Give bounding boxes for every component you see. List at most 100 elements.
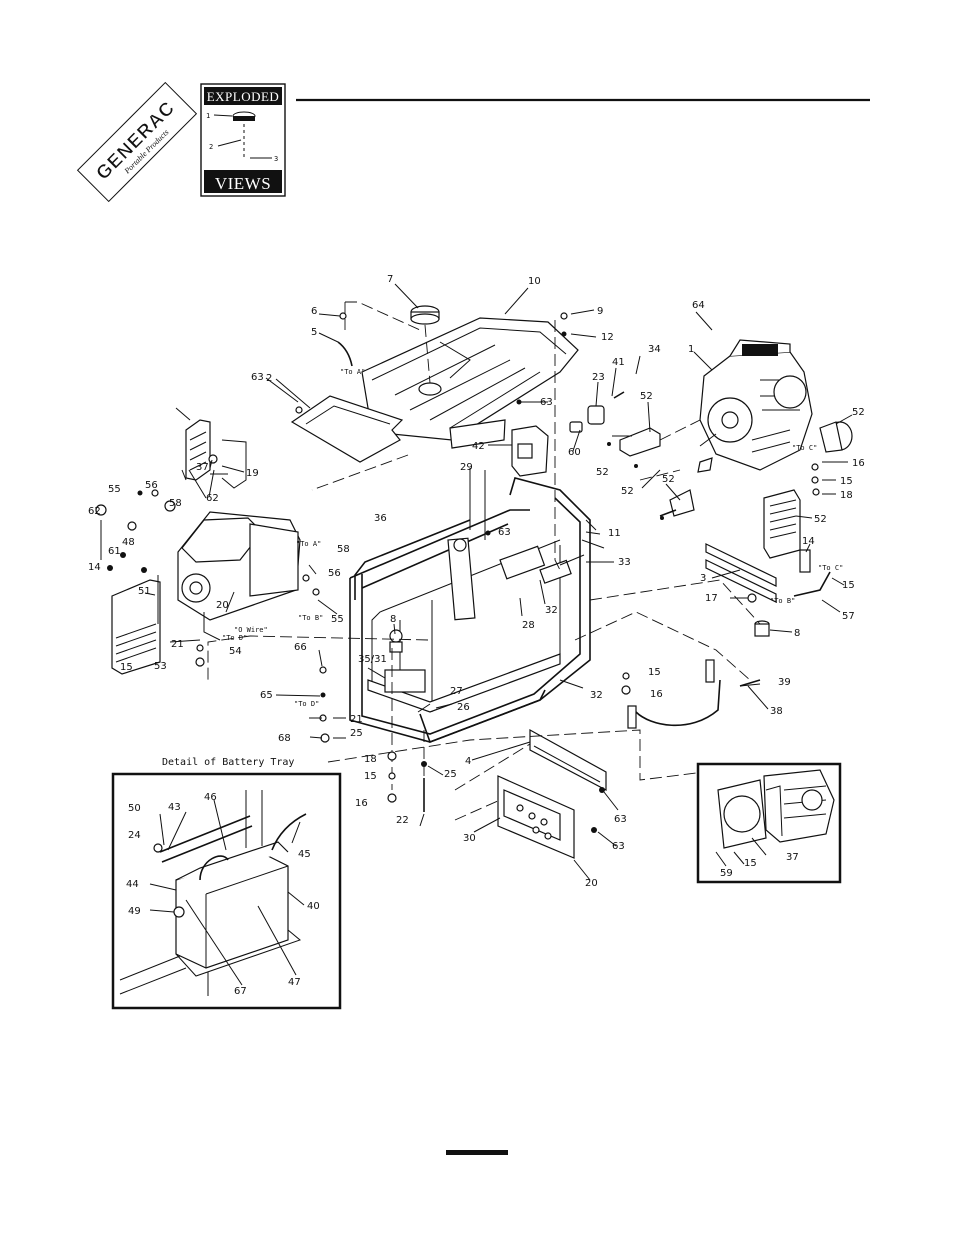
callout-55-left: 55 bbox=[108, 484, 121, 495]
callout-52-low: 52 bbox=[621, 486, 634, 497]
fuel-cap bbox=[410, 305, 440, 384]
callout-14-left: 14 bbox=[88, 562, 101, 573]
callout-56-left: 56 bbox=[145, 480, 158, 491]
callout-6: 6 bbox=[311, 306, 317, 317]
callout-54: 54 bbox=[229, 646, 242, 657]
callout-36: 36 bbox=[374, 513, 387, 524]
callout-5: 5 bbox=[311, 327, 317, 338]
callout-34: 34 bbox=[648, 344, 661, 355]
muffler bbox=[763, 489, 801, 559]
engine-adapter bbox=[717, 769, 835, 849]
note-to-b-left: "To B" bbox=[298, 614, 323, 622]
brush-holder bbox=[175, 407, 247, 489]
callout-32-upper: 32 bbox=[545, 605, 558, 616]
note-to-d-left: "To D" bbox=[222, 634, 247, 642]
frame-cradle bbox=[349, 419, 591, 744]
callout-15-left: 15 bbox=[120, 662, 133, 673]
callout-labels: 7 10 6 5 9 12 64 1 34 41 23 63 2 63 52 5… bbox=[88, 274, 865, 997]
callout-58-left: 58 bbox=[169, 498, 182, 509]
fuel-valve bbox=[569, 391, 625, 433]
callout-11: 11 bbox=[608, 528, 621, 539]
callout-15-lower: 15 bbox=[364, 771, 377, 782]
callout-37-alt: 37 bbox=[196, 462, 209, 473]
badge-callout-1: 1 bbox=[206, 112, 210, 120]
panel-cover bbox=[529, 728, 607, 791]
callout-52-muffler: 52 bbox=[814, 514, 827, 525]
callout-59: 59 bbox=[720, 868, 733, 879]
badge-callout-2: 2 bbox=[209, 143, 213, 151]
callout-44: 44 bbox=[126, 879, 139, 890]
badge-top-label: EXPLODED bbox=[207, 89, 280, 104]
callout-45: 45 bbox=[298, 849, 311, 860]
callout-15-right-mid: 15 bbox=[842, 580, 855, 591]
callout-39: 39 bbox=[778, 677, 791, 688]
callout-2: 2 bbox=[266, 373, 272, 384]
callout-26: 26 bbox=[457, 702, 470, 713]
callout-20-panel: 20 bbox=[585, 878, 598, 889]
engine bbox=[699, 339, 813, 471]
callout-61: 61 bbox=[108, 546, 121, 557]
lifting-bracket bbox=[511, 425, 549, 477]
callout-24: 24 bbox=[128, 830, 141, 841]
callout-51: 51 bbox=[138, 586, 151, 597]
handle-bar bbox=[627, 659, 721, 729]
callout-10: 10 bbox=[528, 276, 541, 287]
callout-52-bracket: 52 bbox=[662, 474, 675, 485]
callout-27: 27 bbox=[450, 686, 463, 697]
callout-23: 23 bbox=[592, 372, 605, 383]
callout-28: 28 bbox=[522, 620, 535, 631]
callout-38: 38 bbox=[770, 706, 783, 717]
callout-18-right: 18 bbox=[840, 490, 853, 501]
callout-15-inset: 15 bbox=[744, 858, 757, 869]
callout-21-left: 21 bbox=[171, 639, 184, 650]
callout-30: 30 bbox=[463, 833, 476, 844]
battery-tray-detail-title: Detail of Battery Tray bbox=[162, 757, 294, 768]
callout-53: 53 bbox=[154, 661, 167, 672]
callout-15-mid: 15 bbox=[648, 667, 661, 678]
fuel-hose bbox=[337, 301, 421, 367]
note-to-c-right: "To C" bbox=[818, 564, 843, 572]
callout-9: 9 bbox=[597, 306, 603, 317]
callout-21-lower: 21 bbox=[350, 714, 363, 725]
callout-41: 41 bbox=[612, 357, 625, 368]
callout-19: 19 bbox=[246, 468, 259, 479]
callout-25-lower: 25 bbox=[444, 769, 457, 780]
callout-35-31: 35/31 bbox=[358, 654, 387, 665]
callout-4: 4 bbox=[465, 756, 471, 767]
callout-16-mid: 16 bbox=[650, 689, 663, 700]
callout-64: 64 bbox=[692, 300, 705, 311]
badge-callout-3: 3 bbox=[274, 155, 278, 163]
callout-63-cover: 63 bbox=[614, 814, 627, 825]
callout-63-top-left: 63 bbox=[251, 372, 264, 383]
callout-52-mid: 52 bbox=[596, 467, 609, 478]
battery bbox=[119, 790, 307, 996]
badge-bottom-label: VIEWS bbox=[215, 174, 271, 193]
callout-16-right: 16 bbox=[852, 458, 865, 469]
callout-22: 22 bbox=[396, 815, 409, 826]
callout-63-frame: 63 bbox=[498, 527, 511, 538]
callout-12: 12 bbox=[601, 332, 614, 343]
note-to-c-engine: "To C" bbox=[792, 444, 817, 452]
callout-67: 67 bbox=[234, 986, 247, 997]
note-to-d-lower: "To D" bbox=[294, 700, 319, 708]
vibration-mount bbox=[754, 620, 770, 637]
callout-15-right-top: 15 bbox=[840, 476, 853, 487]
callout-55-right: 55 bbox=[331, 614, 344, 625]
callout-49: 49 bbox=[128, 906, 141, 917]
callout-48: 48 bbox=[122, 537, 135, 548]
callout-14-right: 14 bbox=[802, 536, 815, 547]
note-to-a-left: "To A" bbox=[296, 540, 321, 548]
callout-1: 1 bbox=[688, 344, 694, 355]
note-to-a-top: "To A" bbox=[340, 368, 365, 376]
assembly-lines bbox=[207, 320, 761, 821]
exhaust-pipe bbox=[619, 427, 713, 517]
air-cleaner bbox=[819, 421, 853, 453]
tank-bracket bbox=[290, 395, 404, 463]
callout-18-lower: 18 bbox=[364, 754, 377, 765]
callout-25-upper: 25 bbox=[350, 728, 363, 739]
callout-8-engine: 8 bbox=[794, 628, 800, 639]
callout-62-top: 62 bbox=[206, 493, 219, 504]
note-o-wire: "O Wire" bbox=[234, 626, 268, 634]
exploded-views-badge: EXPLODED 1 2 3 VIEWS bbox=[200, 83, 286, 197]
leader-lines bbox=[100, 283, 853, 986]
